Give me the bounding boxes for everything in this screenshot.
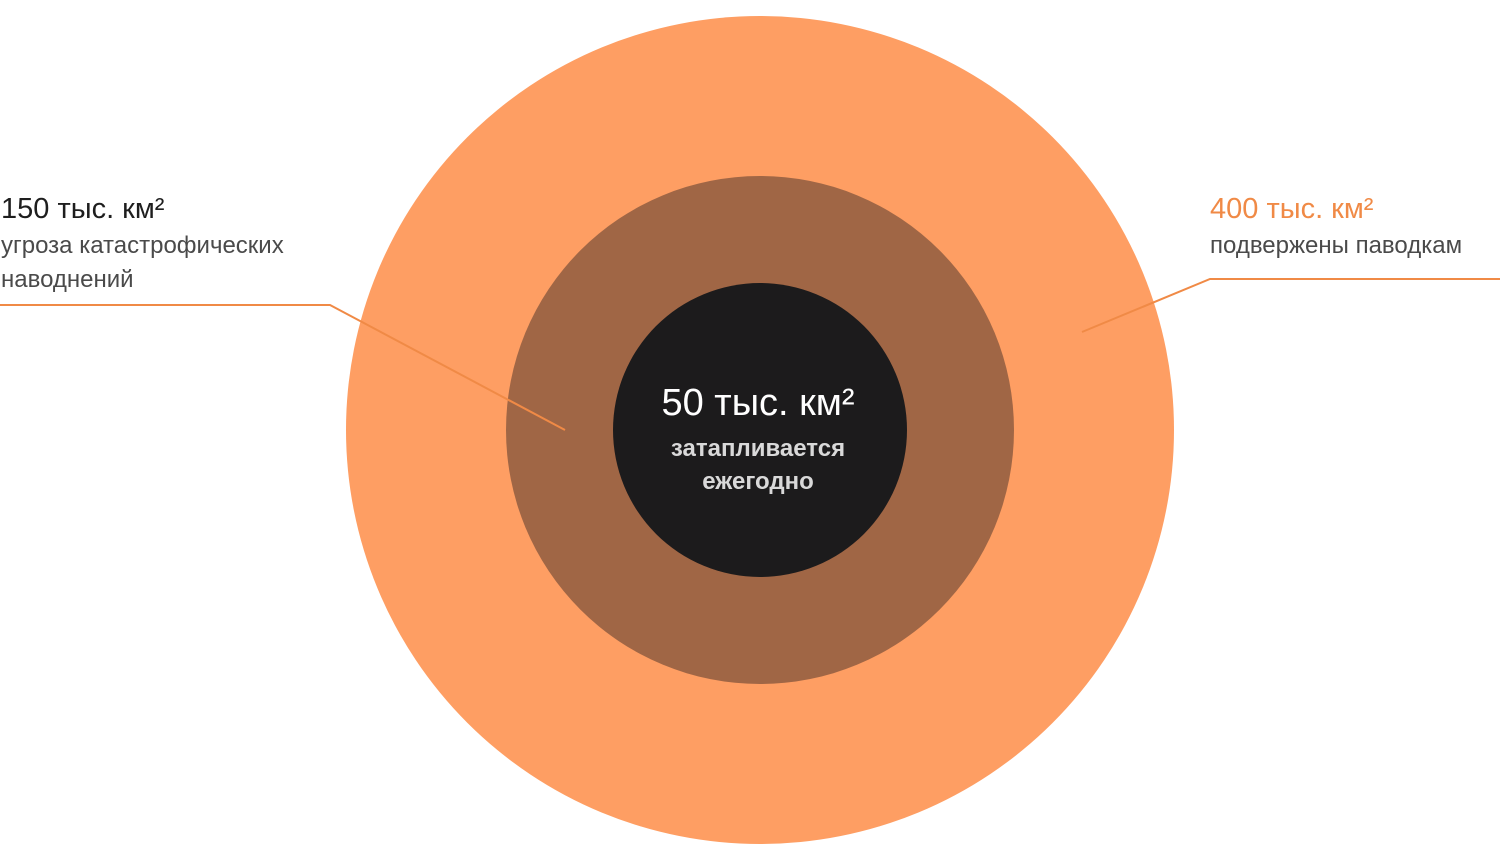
inner-circle (613, 283, 907, 577)
outer-ring-label: 400 тыс. км² подвержены паводкам (1210, 192, 1462, 263)
inner-circle-description: затапливается ежегодно (670, 434, 846, 495)
leader-line-left (0, 304, 566, 431)
inner-circle-label: 50 тыс. км² затапливается ежегодно (610, 382, 906, 498)
outer-ring-description: подвержены паводкам (1210, 231, 1463, 259)
middle-ring-label: 150 тыс. км² угроза катастрофических нав… (1, 192, 284, 297)
leader-line-right (1081, 278, 1500, 333)
middle-ring-description-line1: угроза катастрофических (1, 231, 284, 259)
middle-ring-description-line2: наводнений (1, 265, 134, 293)
inner-circle-value: 50 тыс. км² (661, 382, 855, 424)
outer-ring-value: 400 тыс. км² (1210, 193, 1374, 225)
middle-ring-value: 150 тыс. км² (1, 193, 165, 225)
